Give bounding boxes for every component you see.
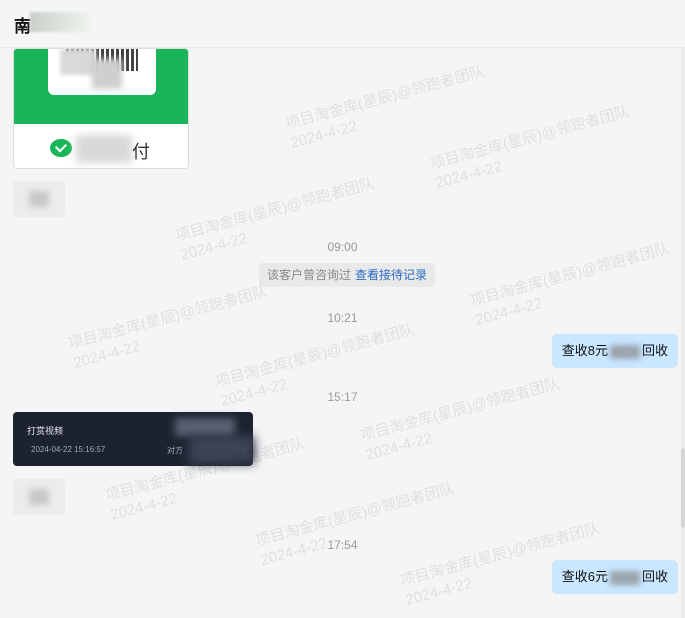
qr-redacted — [60, 49, 96, 75]
timestamp: 15:17 — [327, 390, 358, 404]
payment-qr-card[interactable]: 付 — [13, 48, 189, 169]
tip-video-card[interactable]: 打赏视频 2024-04-22 15:16:57 对方 — [13, 412, 255, 466]
payment-card-label: 付 — [132, 142, 150, 162]
qr-redacted — [92, 59, 122, 89]
timestamp: 17:54 — [327, 538, 358, 552]
tip-card-redacted — [189, 436, 255, 464]
redacted-text — [609, 570, 640, 585]
tip-card-title: 打赏视频 — [27, 426, 64, 436]
scroll-thumb[interactable] — [681, 448, 685, 528]
timestamp: 09:00 — [327, 240, 358, 254]
contact-name[interactable]: 南 — [14, 17, 31, 36]
message-text: 查收6元 — [561, 569, 608, 584]
system-note: 该客户曾咨询过查看接待记录 — [259, 263, 436, 287]
chat-scrollbar[interactable] — [681, 48, 685, 618]
chat-header: 南 — [0, 0, 685, 48]
sent-message-bubble[interactable]: 查收8元 回收 — [551, 334, 678, 368]
view-history-link[interactable]: 查看接待记录 — [355, 268, 428, 282]
redacted-text — [609, 344, 640, 359]
system-note-text: 该客户曾咨询过 — [267, 268, 352, 282]
tip-card-time: 2024-04-22 15:16:57 — [31, 445, 106, 454]
message-text: 查收8元 — [561, 343, 608, 358]
redacted-message-bubble[interactable] — [13, 181, 65, 217]
message-text: 回收 — [641, 569, 668, 584]
contact-name-redacted — [30, 12, 90, 32]
message-text: 回收 — [641, 343, 668, 358]
timestamp: 10:21 — [327, 311, 358, 325]
tip-card-redacted — [175, 418, 235, 436]
redacted-message-bubble[interactable] — [13, 479, 65, 515]
tip-card-peer-label: 对方 — [167, 446, 183, 455]
sent-message-bubble[interactable]: 查收6元 回收 — [551, 560, 678, 594]
wechat-pay-icon — [50, 139, 72, 157]
payment-label-redacted — [76, 135, 132, 163]
